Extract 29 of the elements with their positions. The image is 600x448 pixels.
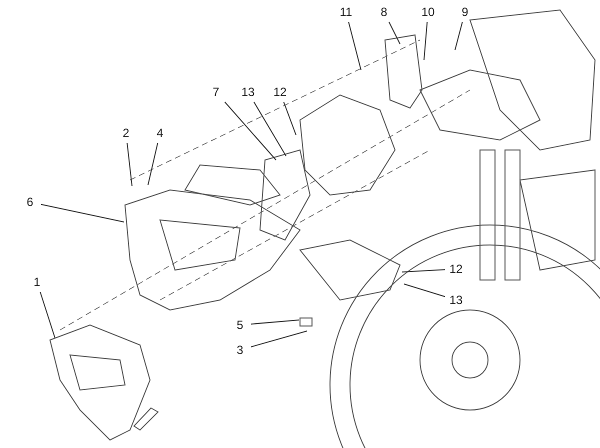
leader-line	[40, 292, 56, 338]
callout-number: 3	[232, 343, 248, 357]
leader-line	[454, 22, 463, 50]
callout-number: 5	[232, 318, 248, 332]
callout-number: 1	[29, 275, 45, 289]
callout-number: 8	[376, 5, 392, 19]
leader-line	[253, 102, 286, 156]
callout-number: 4	[152, 126, 168, 140]
leader-line	[126, 142, 132, 186]
leader-line	[148, 142, 158, 186]
leader-line	[404, 284, 446, 298]
leader-line	[283, 102, 296, 136]
callout-number: 2	[118, 126, 134, 140]
callout-number: 13	[448, 293, 464, 307]
leader-line	[348, 22, 362, 70]
leader-line	[250, 330, 308, 348]
callout-number: 13	[240, 85, 256, 99]
leader-line	[388, 22, 400, 44]
callout-number: 12	[272, 85, 288, 99]
callout-number: 10	[420, 5, 436, 19]
callout-number: 12	[448, 262, 464, 276]
callout-number: 6	[22, 195, 38, 209]
leader-line	[40, 204, 124, 222]
callout-number: 11	[338, 5, 354, 19]
leader-line	[224, 102, 276, 160]
callout-number: 7	[208, 85, 224, 99]
leader-line	[402, 269, 446, 272]
leader-line	[424, 22, 428, 60]
callout-number: 9	[457, 5, 473, 19]
